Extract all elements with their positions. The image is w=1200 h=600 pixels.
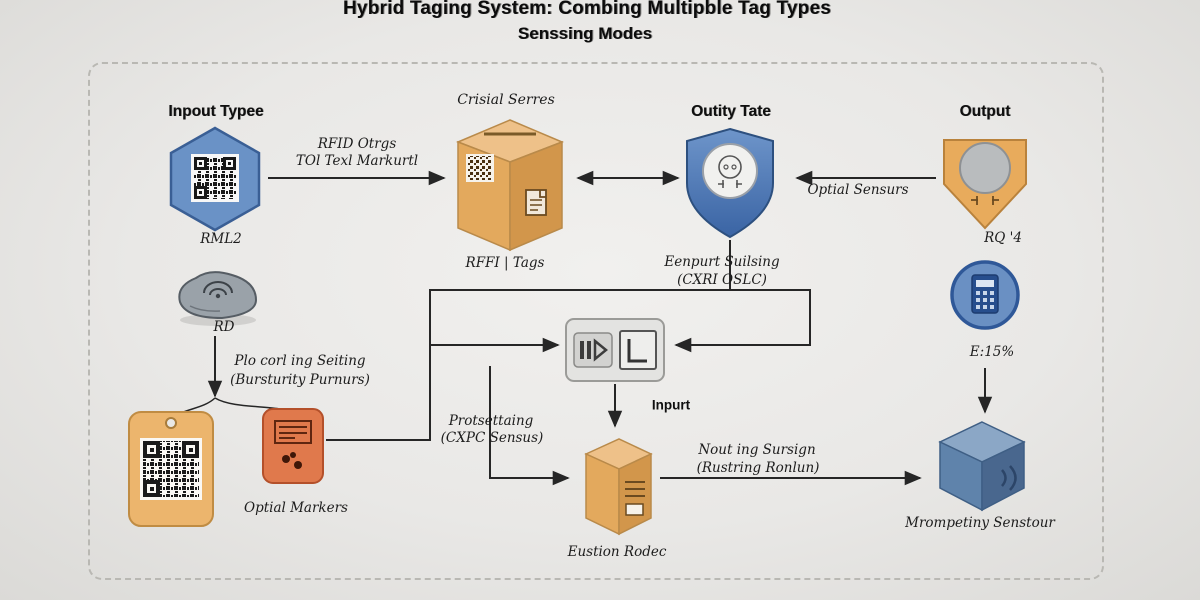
processing-box-icon bbox=[565, 318, 665, 382]
header-input-type: Inpout Typee bbox=[168, 103, 264, 120]
sensor-shield-icon bbox=[686, 127, 774, 239]
fusion-decoder-icon bbox=[584, 438, 653, 536]
proximity-sensor-icon bbox=[938, 421, 1026, 512]
diagram-subtitle: Senssing Modes bbox=[517, 24, 653, 43]
edge-rfid-line2: TOl Texl Markurtl bbox=[295, 153, 419, 169]
edge-routing-line1: Nout ing Sursign bbox=[698, 442, 816, 458]
edge-processing-line2: (Bursturity Purnurs) bbox=[230, 372, 370, 388]
edge-routing-line2: (Rustring Ronlun) bbox=[696, 460, 820, 476]
marker-card-icon bbox=[262, 408, 324, 484]
header-outity-tate: Outity Tate bbox=[691, 103, 771, 120]
edge-optical-sensors-label: Optial Sensurs bbox=[807, 182, 909, 198]
qr-hexagon-label: RML2 bbox=[200, 231, 242, 247]
qr-hexagon-icon bbox=[169, 126, 261, 232]
edge-processing-line1: Plo corl ing Seiting bbox=[234, 353, 366, 369]
header-output: Output bbox=[959, 103, 1011, 120]
stone-sensor-label: RD bbox=[213, 319, 235, 335]
optical-markers-label: Optial Markers bbox=[244, 500, 348, 516]
output-badge-icon bbox=[943, 139, 1027, 230]
stone-sensor-icon bbox=[178, 271, 258, 326]
edge-input-label: Inpurt bbox=[651, 397, 691, 413]
qr-tag-icon bbox=[128, 411, 214, 527]
edge-protset-line1: Protsettaing bbox=[448, 413, 534, 429]
calc-gauge-label: E:15% bbox=[969, 344, 1015, 360]
fusion-decoder-label: Eustion Rodec bbox=[567, 544, 667, 560]
proximity-sensor-label: Mrompetiny Senstour bbox=[905, 515, 1055, 531]
diagram-title: Hybrid Taging System: Combing Multipble … bbox=[343, 0, 831, 19]
edge-protset-line2: (CXPC Sensus) bbox=[440, 430, 544, 446]
calc-gauge-icon bbox=[950, 260, 1020, 330]
rfid-box-label: RFFI | Tags bbox=[465, 255, 545, 271]
output-badge-label: RQ '4 bbox=[984, 230, 1022, 246]
sensor-shield-label1: Eenpurt Suilsing bbox=[664, 254, 780, 270]
sensor-shield-label2: (CXRI OSLC) bbox=[677, 272, 767, 288]
rfid-box-icon bbox=[455, 119, 565, 252]
edge-rfid-line1: RFID Otrgs bbox=[317, 136, 397, 152]
dashed-frame bbox=[88, 62, 1104, 580]
header-crisial-serres: Crisial Serres bbox=[457, 92, 555, 108]
